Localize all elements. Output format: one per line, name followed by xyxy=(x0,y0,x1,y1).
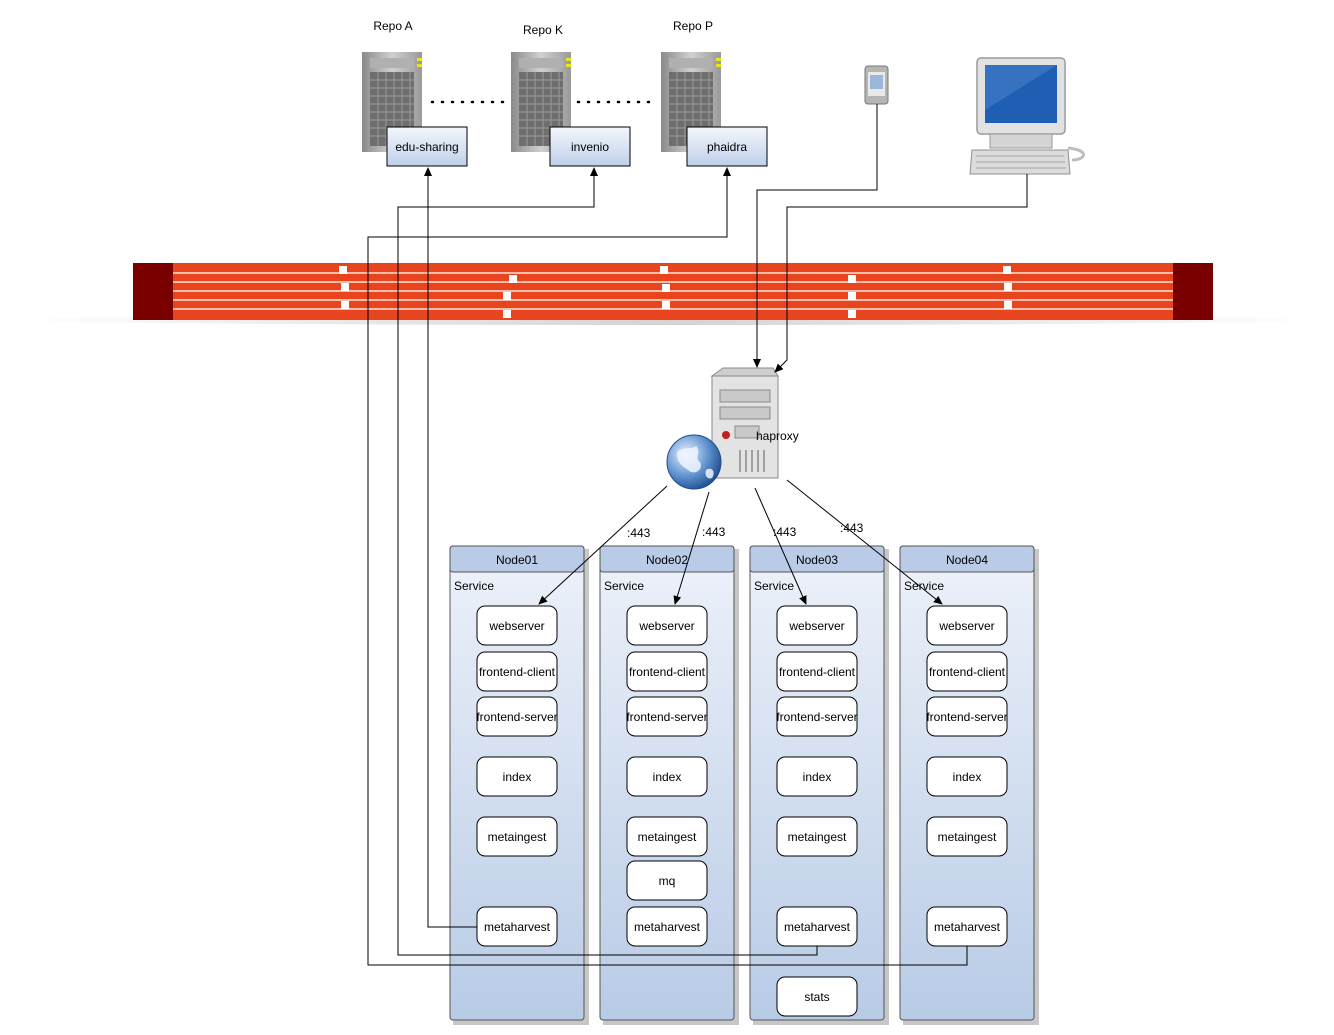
node01-harvest-to-edu-sharing-link xyxy=(424,167,477,928)
service-box-webserver[interactable]: webserver xyxy=(776,605,858,646)
service-label: metaingest xyxy=(938,830,997,844)
node04-title: Node04 xyxy=(946,553,988,567)
port-label-node03: :443 xyxy=(773,525,797,539)
service-box-metaharvest[interactable]: metaharvest xyxy=(776,906,858,947)
connections xyxy=(367,104,1028,966)
service-label: frontend-client xyxy=(629,665,706,679)
service-box-webserver[interactable]: webserver xyxy=(926,605,1008,646)
port-label-node02: :443 xyxy=(702,525,726,539)
service-label: webserver xyxy=(938,619,994,633)
service-box-metaharvest[interactable]: metaharvest xyxy=(926,906,1008,947)
repo-box-phaidra[interactable]: phaidra xyxy=(686,126,768,167)
service-label: index xyxy=(803,770,832,784)
repo-box-edu-sharing[interactable]: edu-sharing xyxy=(386,126,468,167)
globe-icon xyxy=(666,434,722,490)
node04-harvest-to-phaidra-link xyxy=(367,167,968,966)
node03-title: Node03 xyxy=(796,553,838,567)
service-label: metaharvest xyxy=(784,920,851,934)
service-box-frontend-server[interactable]: frontend-server xyxy=(626,696,708,737)
port-label-node04: :443 xyxy=(840,521,864,535)
proxy-to-node02-link xyxy=(673,491,710,605)
node03-harvest-to-invenio-link xyxy=(397,167,818,956)
mobile-phone-icon xyxy=(864,65,889,105)
node01-section: Service xyxy=(454,579,494,593)
node02-title: Node02 xyxy=(646,553,688,567)
service-box-stats[interactable]: stats xyxy=(776,976,858,1017)
service-box-metaingest[interactable]: metaingest xyxy=(626,816,708,857)
proxy-server-icon xyxy=(710,367,779,479)
svg-text:phaidra: phaidra xyxy=(707,140,747,154)
service-label: frontend-server xyxy=(476,710,557,724)
service-label: metaharvest xyxy=(634,920,701,934)
node02-section: Service xyxy=(604,579,644,593)
service-label: frontend-server xyxy=(926,710,1007,724)
service-label: frontend-server xyxy=(626,710,707,724)
repo-k-label: Repo K xyxy=(523,23,563,37)
service-boxes: webserver frontend-client frontend-server i… xyxy=(476,605,1008,1017)
service-label: webserver xyxy=(488,619,544,633)
node03-section: Service xyxy=(754,579,794,593)
node04-section: Service xyxy=(904,579,944,593)
repo-a-label: Repo A xyxy=(373,19,412,33)
service-box-frontend-server[interactable]: frontend-server xyxy=(926,696,1008,737)
service-label: frontend-client xyxy=(779,665,856,679)
service-label: metaharvest xyxy=(484,920,551,934)
service-box-index[interactable]: index xyxy=(476,756,558,797)
service-label: webserver xyxy=(788,619,844,633)
mobile-to-proxy-link xyxy=(753,104,878,368)
service-label: metaharvest xyxy=(934,920,1001,934)
service-label: stats xyxy=(804,990,829,1004)
port-label-node01: :443 xyxy=(627,526,651,540)
service-box-metaingest[interactable]: metaingest xyxy=(776,816,858,857)
service-label: metaingest xyxy=(488,830,547,844)
service-box-metaingest[interactable]: metaingest xyxy=(926,816,1008,857)
svg-text:invenio: invenio xyxy=(571,140,609,154)
service-label: webserver xyxy=(638,619,694,633)
service-box-webserver[interactable]: webserver xyxy=(476,605,558,646)
service-label: index xyxy=(503,770,532,784)
service-box-frontend-server[interactable]: frontend-server xyxy=(776,696,858,737)
svg-text:edu-sharing: edu-sharing xyxy=(395,140,458,154)
service-box-index[interactable]: index xyxy=(776,756,858,797)
service-label: index xyxy=(953,770,982,784)
service-label: frontend-client xyxy=(479,665,556,679)
service-box-metaingest[interactable]: metaingest xyxy=(476,816,558,857)
service-box-webserver[interactable]: webserver xyxy=(626,605,708,646)
node01-title: Node01 xyxy=(496,553,538,567)
service-label: index xyxy=(653,770,682,784)
haproxy-label: haproxy xyxy=(756,429,799,443)
service-label: frontend-server xyxy=(776,710,857,724)
desktop-to-proxy-link xyxy=(774,174,1028,373)
service-box-metaharvest[interactable]: metaharvest xyxy=(476,906,558,947)
proxy-to-node03-link xyxy=(754,487,807,605)
service-label: frontend-client xyxy=(929,665,1006,679)
proxy-to-node01-link xyxy=(538,485,668,605)
service-label: mq xyxy=(659,874,676,888)
firewall-icon xyxy=(17,263,1317,325)
service-box-frontend-client[interactable]: frontend-client xyxy=(476,651,558,692)
repo-box-invenio[interactable]: invenio xyxy=(549,126,631,167)
desktop-computer-icon xyxy=(969,57,1085,175)
service-label: metaingest xyxy=(638,830,697,844)
service-box-index[interactable]: index xyxy=(626,756,708,797)
service-box-frontend-server[interactable]: frontend-server xyxy=(476,696,558,737)
service-box-frontend-client[interactable]: frontend-client xyxy=(926,651,1008,692)
service-box-mq[interactable]: mq xyxy=(626,860,708,901)
service-label: metaingest xyxy=(788,830,847,844)
repo-p-label: Repo P xyxy=(673,19,713,33)
service-box-index[interactable]: index xyxy=(926,756,1008,797)
proxy-to-node04-link xyxy=(786,479,943,605)
service-box-metaharvest[interactable]: metaharvest xyxy=(626,906,708,947)
service-box-frontend-client[interactable]: frontend-client xyxy=(776,651,858,692)
service-box-frontend-client[interactable]: frontend-client xyxy=(626,651,708,692)
